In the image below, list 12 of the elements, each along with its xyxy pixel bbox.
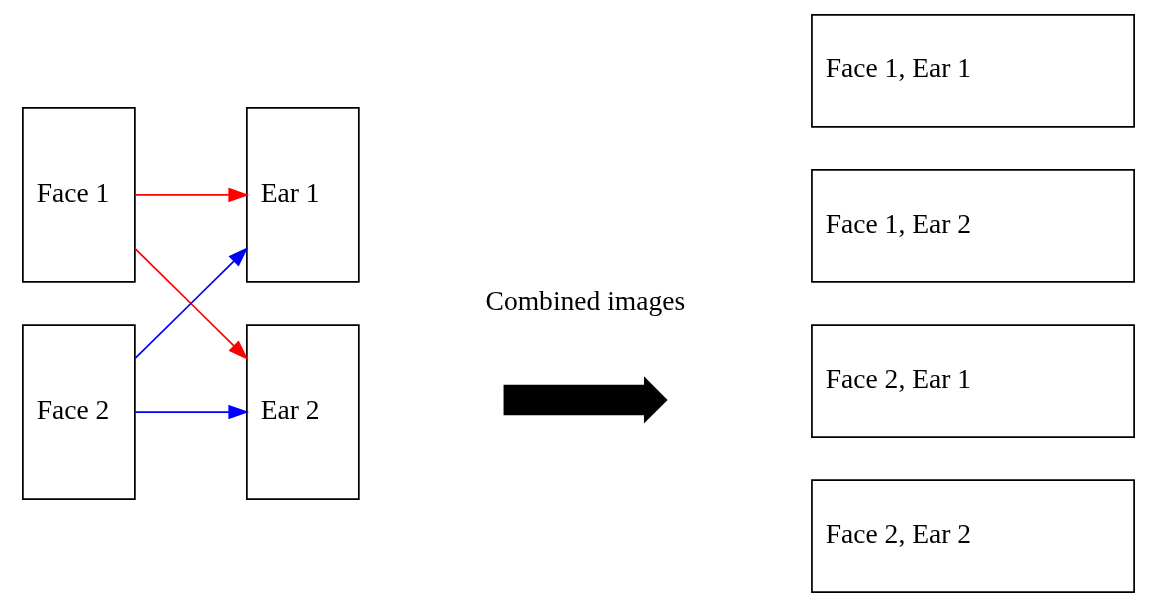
- node-box: Face 2: [21, 324, 136, 500]
- label: Combined images: [485, 285, 685, 317]
- node-box: Face 1: [21, 107, 136, 283]
- arrow: [133, 404, 249, 420]
- node-box: Ear 2: [245, 324, 360, 500]
- node-box: Face 1, Ear 1: [810, 14, 1135, 128]
- arrow: [133, 187, 249, 203]
- node-box: Face 2, Ear 2: [810, 479, 1135, 593]
- node-arrow: [503, 376, 668, 424]
- node-box: Face 2, Ear 1: [810, 324, 1135, 438]
- node-box: Ear 1: [245, 107, 360, 283]
- node-box: Face 1, Ear 2: [810, 169, 1135, 283]
